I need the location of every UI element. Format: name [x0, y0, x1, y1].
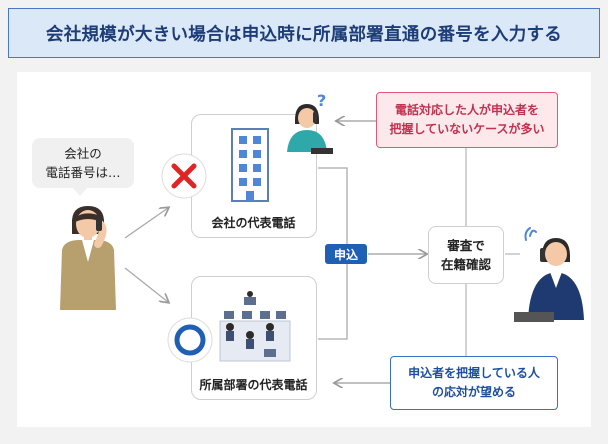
office-desks-icon: [219, 291, 291, 362]
review-box: 審査で 在籍確認: [428, 226, 504, 284]
benefit-note-line-2: の応対が望める: [431, 385, 516, 399]
warning-note-line-1: 電話対応した人が申込者を: [394, 102, 539, 117]
page-title: 会社規模が大きい場合は申込時に所属部署直通の番号を入力する: [45, 24, 563, 45]
review-line-1: 審査で: [447, 237, 485, 253]
circle-mark-icon: [167, 317, 213, 363]
benefit-note-line-1: 申込者を把握している人: [408, 365, 540, 380]
reviewer-operator-icon: [514, 227, 584, 322]
cross-mark-icon: [161, 153, 207, 199]
office-building-icon: [231, 128, 269, 202]
applicant-woman-icon: [60, 206, 116, 310]
apply-tag: 申込: [325, 244, 367, 264]
company-phone-label: 会社の代表電話: [211, 215, 296, 230]
arrow-to-department: [124, 267, 168, 302]
warning-note: 電話対応した人が申込者を 把握していないケースが多い: [376, 92, 558, 148]
warning-note-line-2: 把握していないケースが多い: [389, 122, 545, 136]
speech-bubble: 会社の 電話番号は…: [32, 138, 134, 188]
benefit-note: 申込者を把握している人 の応対が望める: [390, 356, 558, 410]
bubble-line-1: 会社の: [64, 145, 102, 161]
title-banner: 会社規模が大きい場合は申込時に所属部署直通の番号を入力する: [8, 8, 600, 58]
confused-operator-icon: ?: [287, 92, 333, 154]
department-phone-label: 所属部署の代表電話: [199, 377, 308, 392]
arrow-to-company: [124, 208, 168, 239]
bubble-tail: [72, 187, 88, 196]
review-line-2: 在籍確認: [440, 257, 491, 272]
svg-text:?: ?: [317, 92, 326, 110]
bubble-line-2: 電話番号は…: [45, 165, 121, 180]
